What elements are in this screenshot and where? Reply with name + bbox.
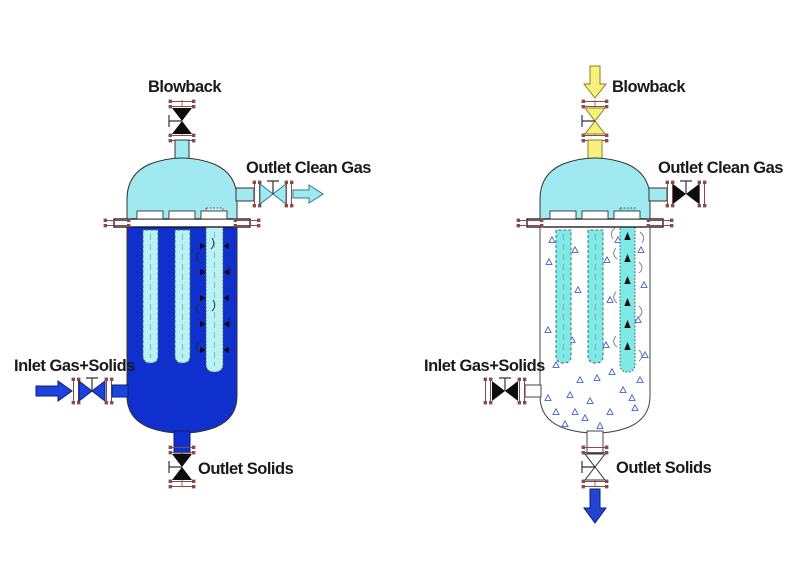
upward-flow-arrow (624, 254, 631, 262)
inward-flow-arrow (200, 243, 206, 249)
right-candle-active (619, 207, 636, 373)
right-vessel: Blowback Outlet Clean Gas (424, 65, 784, 524)
flange (483, 377, 493, 405)
left-inlet-pipe (111, 384, 129, 398)
inward-flow-arrow (223, 321, 229, 327)
upward-flow-arrow (624, 320, 631, 328)
inward-flow-arrow (200, 269, 206, 275)
left-bottom-valve (168, 454, 192, 480)
right-outlet-solids-label: Outlet Solids (616, 459, 712, 477)
upward-flow-arrow (624, 342, 631, 350)
right-bottom-nozzle (586, 430, 604, 454)
inward-flow-arrow (223, 269, 229, 275)
candle-mount (549, 210, 577, 220)
right-blowback-flow-arrows (624, 232, 631, 350)
candle-mount (200, 210, 228, 220)
left-inlet-label: Inlet Gas+Solids (14, 357, 135, 375)
right-inlet-valve (492, 377, 518, 401)
candle-mount (168, 210, 196, 220)
left-inlet-arrow (35, 380, 73, 402)
right-outlet-pipe (648, 187, 668, 202)
left-blowback-valve (168, 108, 192, 134)
left-inlet-valve (78, 377, 106, 403)
right-tube-sheet (526, 218, 664, 228)
left-bottom-nozzle (173, 430, 191, 454)
inward-flow-arrow (223, 243, 229, 249)
candle-mount (613, 210, 641, 220)
right-flow-curls (610, 227, 645, 362)
left-outlet-pipe (235, 187, 255, 202)
right-blowback-label: Blowback (612, 78, 686, 96)
left-tube-sheet (113, 218, 251, 228)
inward-flow-arrow (223, 347, 229, 353)
left-outlet-gas-arrow (292, 184, 324, 204)
left-flow-curls (196, 237, 231, 353)
left-outlet-gas-label: Outlet Clean Gas (246, 159, 371, 177)
left-blowback-label: Blowback (148, 78, 222, 96)
right-dome (539, 157, 651, 220)
inward-flow-arrow (223, 295, 229, 301)
right-blowback-arrow (582, 65, 608, 99)
left-candles (142, 207, 224, 373)
left-outlet-solids-label: Outlet Solids (198, 460, 294, 478)
candle-mount (136, 210, 164, 220)
right-blowback-valve (581, 107, 607, 135)
upward-flow-arrow (624, 232, 631, 240)
inward-flow-arrow (200, 321, 206, 327)
right-outlet-solids-arrow (583, 488, 607, 524)
right-inlet-pipe (524, 384, 542, 398)
inward-flow-arrow (200, 347, 206, 353)
left-vessel: Blowback Outlet Clean Gas (14, 78, 372, 489)
left-dome (126, 157, 238, 220)
right-outlet-valve (673, 180, 699, 204)
right-outlet-gas-label: Outlet Clean Gas (658, 159, 783, 177)
candle-mount (581, 210, 609, 220)
left-candle-active (205, 207, 224, 373)
right-inlet-label: Inlet Gas+Solids (424, 357, 545, 375)
upward-flow-arrow (624, 276, 631, 284)
right-candles (555, 207, 636, 373)
upward-flow-arrow (624, 298, 631, 306)
inward-flow-arrow (200, 295, 206, 301)
left-inward-flow-arrows (200, 243, 229, 353)
left-outlet-valve (259, 180, 287, 206)
right-bottom-valve (581, 453, 607, 481)
